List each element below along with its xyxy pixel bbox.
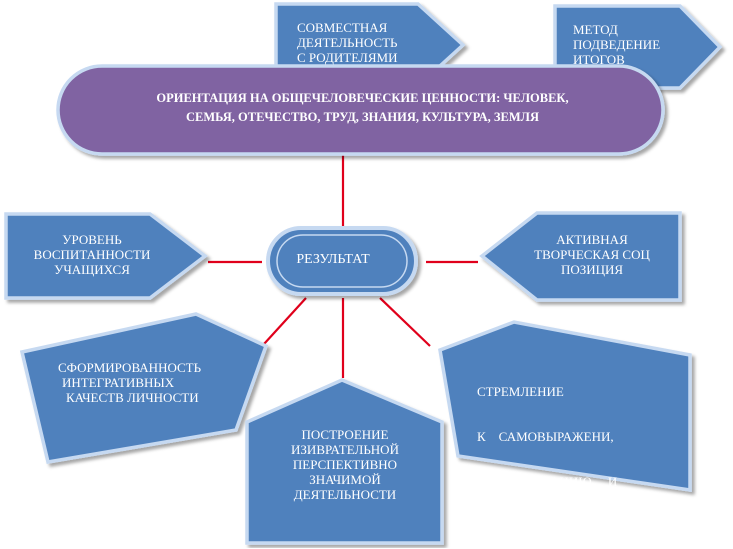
- top-right-arrow-label: МЕТОД ПОДВЕДЕНИЕ ИТОГОВ: [573, 22, 661, 67]
- left-arrow-label: УРОВЕНЬ ВОСПИТАННОСТИ УЧАЩИХСЯ: [33, 232, 151, 277]
- lower-left-shape: [19, 312, 269, 465]
- lower-left-label: СФОРМИРОВАННОСТЬ ИНТЕГРАТИВНЫХ КАЧЕСТВ Л…: [58, 360, 202, 405]
- bottom-shape: [245, 378, 444, 545]
- center-label: РЕЗУЛЬТАТ: [296, 252, 370, 267]
- banner-label: ОРИЕНТАЦИЯ НА ОБЩЕЧЕЛОВЕЧЕСКИЕ ЦЕННОСТИ:…: [156, 91, 569, 124]
- bottom-label: ПОСТРОЕНИЕ ИЗИВРАТЕЛЬНОЙ ПЕРСПЕКТИВНО ЗН…: [291, 427, 399, 502]
- connector-lower-right: [379, 297, 431, 347]
- right-arrow-label: АКТИВНАЯ ТВОРЧЕСКАЯ СОЦ ПОЗИЦИЯ: [534, 232, 650, 277]
- connector-lower-left: [263, 297, 307, 345]
- center-shape: [266, 226, 418, 296]
- top-left-arrow-label: СОВМЕСТНАЯ ДЕЯТЕЛЬНОСТЬ С РОДИТЕЛЯМИ: [297, 20, 398, 65]
- lower-right-label: СТРЕМЛЕНИЕ К САМОВЫРАЖЕНИ, САМОПОЗНАНИЮ …: [477, 384, 618, 534]
- lower-right-shape: [438, 320, 692, 493]
- banner-shape: [56, 64, 665, 156]
- right-arrow-shape: [479, 211, 682, 302]
- left-arrow-shape: [4, 212, 208, 300]
